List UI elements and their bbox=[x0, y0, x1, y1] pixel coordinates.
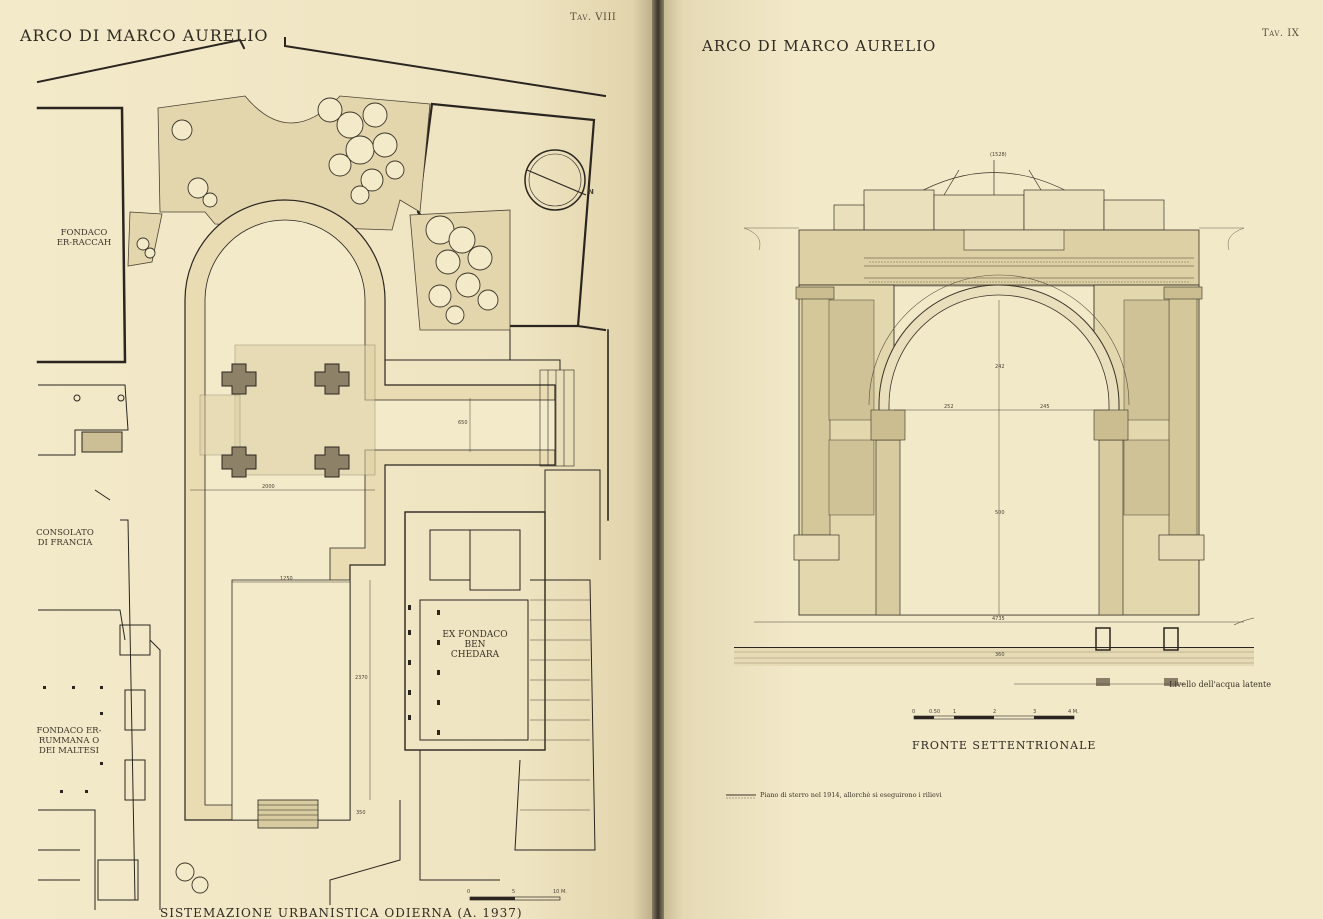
label-ex-fondaco: EX FONDACO BEN CHEDARA bbox=[442, 630, 508, 660]
left-plate-number: Tav. VIII bbox=[570, 12, 617, 23]
right-scale-tick-0: 0 bbox=[912, 709, 916, 715]
ground-section bbox=[734, 617, 1255, 686]
right-page-caption: FRONTE SETTENTRIONALE bbox=[912, 739, 1097, 752]
dim-650: 650 bbox=[458, 420, 468, 426]
right-scale-tick-050: 0.50 bbox=[929, 709, 941, 715]
legend-swatch bbox=[726, 794, 756, 799]
right-scale-tick-3: 3 bbox=[1033, 709, 1037, 715]
water-level-label: Livello dell'acqua latente bbox=[1169, 680, 1271, 689]
right-scale-tick-1: 1 bbox=[953, 709, 957, 715]
dim-350: 350 bbox=[356, 810, 366, 816]
right-plate-number: Tav. IX bbox=[1262, 28, 1300, 39]
label-consolato: CONSOLATO DI FRANCIA bbox=[36, 528, 94, 548]
right-scale-bar bbox=[913, 715, 1075, 720]
legend-text: Piano di sterro nel 1914, allorchè si es… bbox=[760, 791, 942, 799]
left-page-plan: Tav. VIII ARCO DI MARCO AURELIO FONDACO … bbox=[0, 0, 652, 919]
dome-date-label: (1528) bbox=[990, 152, 1007, 158]
right-page-title: ARCO DI MARCO AURELIO bbox=[702, 37, 937, 55]
dim-242: 242 bbox=[995, 364, 1005, 370]
dim-500: 500 bbox=[995, 510, 1005, 516]
label-fondaco-raccah: FONDACO ER-RACCAH bbox=[56, 228, 112, 248]
dim-252: 252 bbox=[944, 404, 954, 410]
dim-2000: 2000 bbox=[262, 484, 275, 490]
left-page-caption: SISTEMAZIONE URBANISTICA ODIERNA (A. 193… bbox=[160, 906, 523, 919]
dim-245: 245 bbox=[1040, 404, 1050, 410]
compass-north-label: N bbox=[588, 188, 594, 196]
dim-2370: 2370 bbox=[355, 675, 368, 681]
dim-360: 360 bbox=[995, 652, 1005, 658]
north-compass-icon bbox=[524, 149, 587, 211]
garden-area bbox=[127, 95, 511, 894]
arch-elevation-drawing bbox=[726, 160, 1255, 799]
inscription-frieze bbox=[798, 229, 1200, 287]
left-scale-tick-5: 5 bbox=[512, 889, 516, 895]
right-scale-tick-4: 4 M. bbox=[1068, 709, 1079, 715]
central-piazza bbox=[184, 199, 575, 829]
left-scale-bar bbox=[469, 896, 561, 901]
dim-1250: 1250 bbox=[280, 576, 293, 582]
dim-4735: 4735 bbox=[992, 616, 1005, 622]
left-scale-tick-0: 0 bbox=[467, 889, 471, 895]
left-page-title: ARCO DI MARCO AURELIO bbox=[20, 26, 269, 45]
urban-plan-drawing bbox=[36, 37, 609, 910]
right-scale-tick-2: 2 bbox=[993, 709, 997, 715]
book-gutter bbox=[652, 0, 664, 919]
right-page-elevation: Tav. IX ARCO DI MARCO AURELIO (1528) 242… bbox=[664, 0, 1323, 919]
left-scale-tick-10: 10 M. bbox=[553, 889, 567, 895]
label-fondaco-rummana: FONDACO ER-RUMMANA O DEI MALTESI bbox=[36, 726, 102, 756]
